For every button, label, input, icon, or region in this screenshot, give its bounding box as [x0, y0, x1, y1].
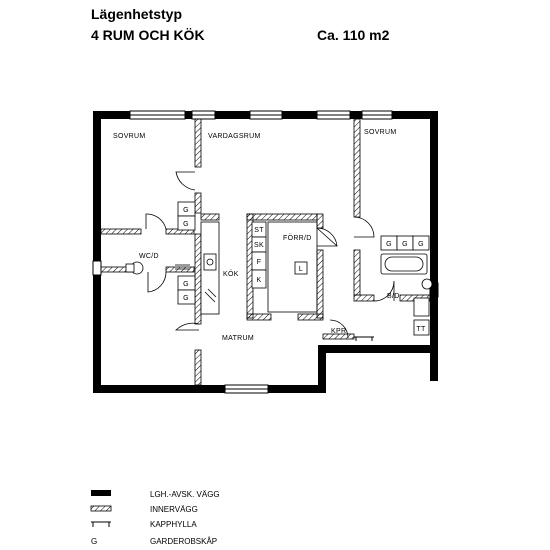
room-label-kitchen: KÖK: [223, 270, 239, 278]
fridge-label: K: [257, 277, 262, 284]
wardrobe-symbol: G: [183, 281, 189, 288]
room-label-closet: KPR: [331, 328, 346, 335]
apartment-area: Ca. 110 m2: [317, 27, 390, 43]
plan-title: Lägenhetstyp: [91, 6, 183, 22]
legend-label: GARDEROBSKÅP: [150, 537, 217, 546]
kitchen-fixtures: [200, 221, 318, 315]
room-label-wc: WC/D: [139, 253, 159, 260]
wardrobe-symbol: G: [183, 295, 189, 302]
storage-st-label: ST: [254, 227, 264, 234]
wardrobe-symbol: G: [183, 207, 189, 214]
room-label-hall: FÖRR/D: [283, 234, 312, 242]
coat-shelf: [354, 336, 374, 341]
bath-fixtures: [125, 253, 433, 336]
wardrobe-symbol: G: [386, 241, 392, 248]
doors: [145, 171, 395, 339]
windows: [92, 110, 439, 394]
room-label-bedroom-left: SOVRUM: [113, 133, 146, 140]
wardrobes: [177, 201, 430, 305]
room-label-bedroom-right: SOVRUM: [364, 129, 397, 136]
room-label-bath: B/D: [387, 293, 400, 300]
legend-symbol-coat-shelf: [91, 521, 111, 527]
freezer-label: F: [257, 259, 262, 266]
legend-symbol-hatched-wall: [90, 505, 112, 512]
legend-symbol-thick-wall: [91, 490, 111, 496]
storage-sk-label: SK: [254, 242, 264, 249]
wardrobe-symbol: G: [402, 241, 408, 248]
legend-label: KAPPHYLLA: [150, 520, 197, 529]
legend-label: LGH.-AVSK. VÄGG: [150, 490, 220, 499]
room-label-dining: MATRUM: [222, 335, 254, 342]
apartment-type: 4 RUM OCH KÖK: [91, 27, 205, 43]
legend-symbol-wardrobe: G: [91, 537, 97, 546]
legend: G LGH.-AVSK. VÄGG INNERVÄGG KAPPHYLLA GA…: [90, 490, 220, 546]
wardrobe-symbol: G: [183, 221, 189, 228]
dryer-label: TT: [416, 326, 426, 333]
linen-label: L: [299, 266, 303, 273]
room-label-living: VARDAGSRUM: [208, 133, 261, 140]
wardrobe-symbol: G: [418, 241, 424, 248]
exterior-walls: [93, 111, 438, 393]
interior-walls: [100, 118, 431, 386]
legend-label: INNERVÄGG: [150, 505, 198, 514]
